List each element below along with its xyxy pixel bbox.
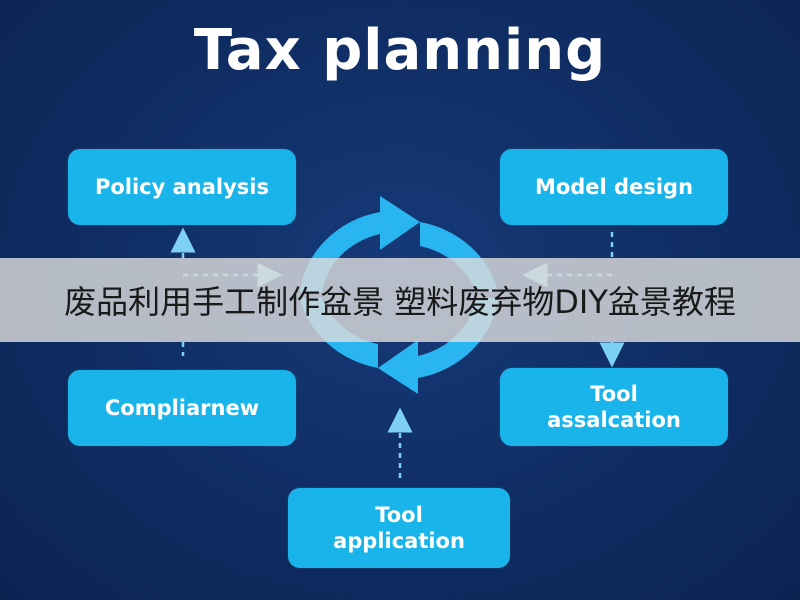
compliance-label: Compliarnew bbox=[104, 395, 260, 420]
page-title: Tax planning bbox=[193, 18, 607, 83]
banner-text: 废品利用手工制作盆景 塑料废弃物DIY盆景教程 bbox=[64, 283, 736, 321]
tool-allocation-label-line1: Tool bbox=[590, 381, 638, 406]
model-design-box: Model design bbox=[500, 149, 728, 225]
tool-application-box: Tool application bbox=[288, 488, 510, 568]
policy-analysis-label: Policy analysis bbox=[94, 174, 270, 199]
tool-allocation-label-line2: assalcation bbox=[547, 408, 681, 432]
tool-application-label-line2: application bbox=[333, 529, 465, 553]
model-design-label: Model design bbox=[534, 174, 694, 199]
overlay-banner: 废品利用手工制作盆景 塑料废弃物DIY盆景教程 bbox=[0, 258, 800, 342]
compliance-box: Compliarnew bbox=[68, 370, 296, 446]
policy-analysis-box: Policy analysis bbox=[68, 149, 296, 225]
tool-allocation-box: Tool assalcation bbox=[500, 368, 728, 446]
tool-application-label-line1: Tool bbox=[375, 502, 423, 527]
